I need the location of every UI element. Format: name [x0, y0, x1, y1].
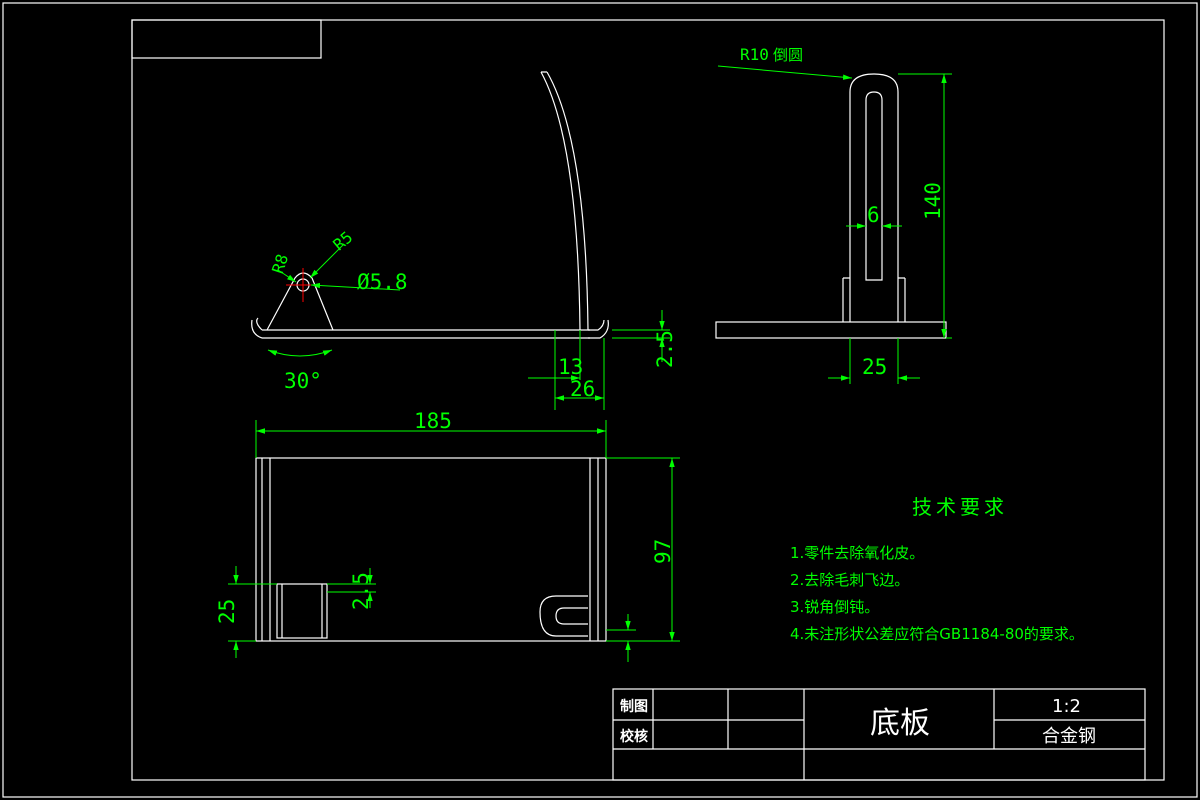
dim-r8-leader [277, 269, 297, 283]
dim-2-5-plan-label: 2.5 [349, 572, 373, 610]
dim-185-label: 185 [414, 409, 452, 433]
front-right-foot [588, 319, 609, 339]
dim-25-plan-label: 25 [215, 599, 239, 624]
title-block-outline [612, 688, 1146, 781]
front-triangle-lug [266, 272, 334, 331]
dim-30deg-arc [267, 349, 333, 357]
tech-req-item-2: 2.去除毛刺飞边。 [790, 571, 909, 589]
dim-13-label: 13 [558, 355, 583, 379]
dim-r10-label: R10 [740, 45, 769, 64]
dim-30deg-label: 30° [284, 369, 322, 393]
tech-req-title: 技术要求 [912, 495, 1008, 519]
tech-req-item-3: 3.锐角倒钝。 [790, 598, 879, 616]
dim-185-extensions [255, 420, 607, 458]
front-view: R8 R5 Ø5.8 30° 13 26 2.5 [251, 71, 677, 410]
dim-97-label: 97 [651, 539, 675, 564]
side-upright [849, 73, 899, 322]
drawn-by-label: 制图 [620, 698, 648, 715]
plan-lug-block [276, 583, 328, 639]
plan-outline [255, 457, 607, 642]
part-name: 底板 [870, 706, 930, 741]
side-base-plate [715, 321, 947, 339]
dim-r10-leader [717, 65, 853, 80]
dim-hole-diameter-leader [310, 282, 401, 291]
dim-2-5-front-label: 2.5 [653, 330, 677, 368]
front-base-plate [262, 329, 590, 339]
checked-by-label: 校核 [620, 728, 648, 745]
side-gusset [842, 277, 906, 322]
front-curved-arm [540, 71, 589, 331]
plan-lug-inner [281, 584, 323, 638]
reference-box [131, 19, 322, 59]
material-value: 合金钢 [1042, 726, 1096, 747]
dim-140-label: 140 [921, 182, 945, 220]
dim-plan-right-extensions [606, 629, 636, 642]
dim-6-label: 6 [867, 203, 880, 227]
technical-requirements: 技术要求 1.零件去除氧化皮。 2.去除毛刺飞边。 3.锐角倒钝。 4.未注形状… [790, 495, 1084, 643]
scale-value: 1:2 [1052, 696, 1081, 717]
title-block: 制图 校核 底板 1:2 合金钢 [612, 688, 1146, 781]
side-view: R10 倒圆 140 6 25 [715, 45, 952, 384]
plan-edge-lines [261, 458, 599, 641]
plan-slot-outline [539, 595, 588, 637]
dim-hole-diameter-label: Ø5.8 [357, 270, 408, 294]
dim-r5-label: R5 [329, 227, 356, 254]
dim-26-label: 26 [570, 377, 595, 401]
tech-req-item-1: 1.零件去除氧化皮。 [790, 544, 924, 562]
dim-r10-note: 倒圆 [773, 46, 803, 64]
front-left-hook [251, 317, 263, 339]
title-block-grid [613, 689, 1145, 780]
drawing-frame [131, 19, 1165, 781]
tech-req-item-4: 4.未注形状公差应符合GB1184-80的要求。 [790, 625, 1084, 643]
plan-slot-inner [555, 607, 588, 625]
dim-25-side-label: 25 [862, 355, 887, 379]
dim-r5-leader [309, 243, 345, 279]
dim-r8-label: R8 [268, 252, 292, 276]
side-slot [865, 91, 883, 281]
plan-view: 185 97 25 2.5 [215, 409, 680, 662]
